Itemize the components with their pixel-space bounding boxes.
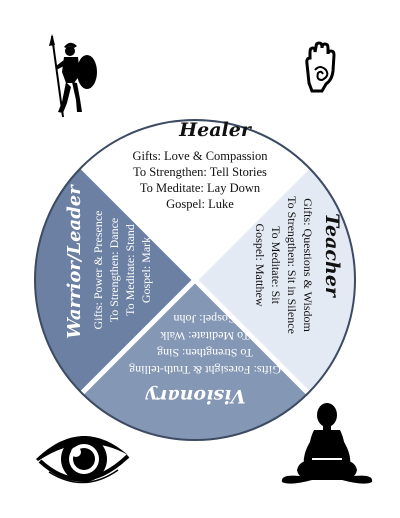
warrior-gospel: Gospel: Mark (139, 237, 153, 303)
visionary-gifts: Gifts: Foresight & Truth-telling (129, 363, 281, 377)
healer-meditate: To Meditate: Lay Down (140, 181, 261, 195)
warrior-title: Warrior/Leader (64, 184, 85, 339)
visionary-title: Visionary (144, 385, 245, 407)
warrior-strengthen: To Strengthen: Dance (107, 218, 121, 322)
visionary-gospel: Gospel: John (174, 312, 237, 326)
hand-icon (305, 41, 336, 93)
teacher-gifts: Gifts: Questions & Wisdom (301, 198, 315, 332)
healer-title: Healer (178, 119, 253, 141)
visionary-strengthen: To Strengthen: Sing (157, 346, 253, 360)
warrior-gifts: Gifts: Power & Presence (91, 211, 105, 330)
teacher-gospel: Gospel: Matthew (253, 224, 267, 307)
healer-section: Healer Gifts: Love & Compassion To Stren… (132, 119, 268, 211)
teacher-meditate: To Meditate: Sit (269, 226, 283, 304)
warrior-section: Warrior/Leader Gifts: Power & Presence T… (64, 184, 153, 339)
warrior-quadrant (35, 166, 195, 394)
healer-quadrant (81, 120, 309, 280)
warrior-meditate: To Meditate: Stand (123, 224, 137, 316)
eye-icon (36, 435, 130, 484)
visionary-section: Visionary Gifts: Foresight & Truth-telli… (129, 312, 281, 407)
warrior-icon (49, 34, 97, 118)
teacher-strengthen: To Strengthen: Sit in Silence (285, 196, 299, 334)
wheel (34, 119, 356, 441)
visionary-meditate: To Meditate: Walk (160, 329, 249, 343)
healer-gifts: Gifts: Love & Compassion (132, 149, 268, 163)
teacher-quadrant (195, 166, 355, 394)
visionary-quadrant (81, 280, 309, 440)
divider-line (80, 165, 310, 395)
teacher-section: Teacher Gifts: Questions & Wisdom To Str… (253, 196, 343, 334)
wheel-outline (34, 119, 356, 441)
teacher-title: Teacher (321, 213, 343, 299)
healer-strengthen: To Strengthen: Tell Stories (133, 165, 267, 179)
healer-gospel: Gospel: Luke (166, 197, 234, 211)
meditation-icon (281, 403, 373, 484)
